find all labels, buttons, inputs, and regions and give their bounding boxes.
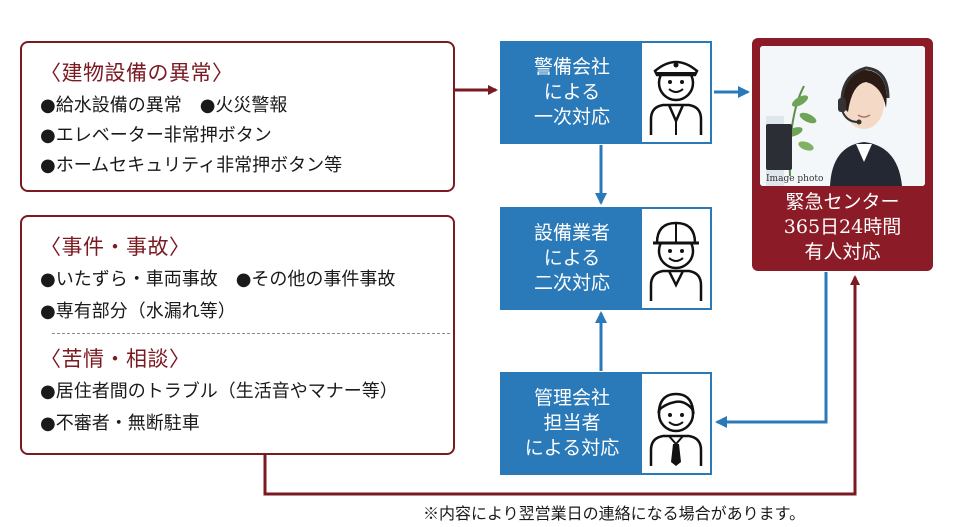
management-line-2: 担当者 [543,412,601,434]
management-company-label: 管理会社 担当者 による対応 [502,374,642,473]
building-equipment-panel: 〈建物設備の異常〉 ●給水設備の異常 ●火災警報 ●エレベーター非常押ボタン ●… [20,41,455,192]
security-line-2: による [543,81,601,103]
security-company-box: 警備会社 による 一次対応 [500,41,712,144]
emergency-center-text: 緊急センター 365日24時間 有人対応 [752,190,933,265]
equipment-contractor-box: 設備業者 による 二次対応 [500,207,712,310]
hardhat-worker-icon [642,209,710,308]
incident-heading: 〈事件・事故〉 [40,235,191,259]
incident-complaint-panel: 〈事件・事故〉 ●いたずら・車両事故 ●その他の事件事故 ●専有部分（水漏れ等）… [20,215,455,455]
complaint-item-1: ●居住者間のトラブル（生活音やマナー等） [40,381,398,402]
building-item-3: ●ホームセキュリティ非常押ボタン等 [40,155,343,176]
incident-item-1: ●いたずら・車両事故 ●その他の事件事故 [40,269,396,290]
security-guard-icon [642,43,710,142]
equipment-contractor-label: 設備業者 による 二次対応 [502,209,642,308]
management-company-box: 管理会社 担当者 による対応 [500,372,712,475]
building-item-2: ●エレベーター非常押ボタン [40,125,272,146]
security-line-3: 一次対応 [533,106,610,128]
section-divider [52,333,450,334]
management-line-3: による対応 [524,437,620,459]
incident-item-2: ●専有部分（水漏れ等） [40,301,236,322]
equipment-line-2: による [543,247,601,269]
emergency-center-box: Image photo 緊急センター 365日24時間 有人対応 [752,38,933,271]
footnote: ※内容により翌営業日の連絡になる場合があります。 [423,504,806,523]
management-line-1: 管理会社 [533,387,610,409]
center-line-1: 緊急センター [785,191,900,213]
security-line-1: 警備会社 [533,56,610,78]
photo-caption: Image photo [766,174,824,184]
complaint-heading: 〈苦情・相談〉 [40,347,191,371]
equipment-line-3: 二次対応 [533,272,610,294]
building-item-1: ●給水設備の異常 ●火災警報 [40,95,288,116]
operator-photo: Image photo [760,46,925,186]
arrow-center-to-management [715,272,828,428]
security-company-label: 警備会社 による 一次対応 [502,43,642,142]
center-line-2: 365日24時間 [783,216,902,238]
center-line-3: 有人対応 [804,241,881,263]
building-equipment-heading: 〈建物設備の異常〉 [40,61,234,85]
complaint-item-2: ●不審者・無断駐車 [40,413,200,434]
businessman-icon [642,374,710,473]
equipment-line-1: 設備業者 [533,222,610,244]
